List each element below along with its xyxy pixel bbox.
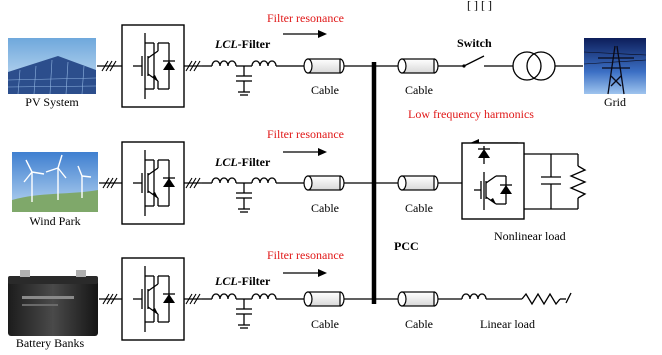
filter-resonance-label-wind: Filter resonance [267, 127, 344, 141]
cable-grid [397, 58, 439, 74]
pcc-label: PCC [394, 239, 419, 253]
battery-banks-image [8, 270, 98, 336]
cable-label-wind: Cable [311, 201, 339, 215]
cable-linear [397, 291, 439, 307]
cable-nonlinear [397, 175, 439, 191]
arrow-filter-resonance-battery [283, 269, 327, 277]
arrow-filter-resonance-pv [283, 30, 327, 38]
lcl-filter-label-wind: LCL-Filter [214, 155, 271, 169]
lcl-filter-pv [201, 60, 289, 96]
converter-wind [121, 141, 185, 225]
linear-load-label: Linear load [480, 317, 535, 331]
wind-park-image [12, 152, 98, 212]
cable-pv [303, 58, 345, 74]
cable-label-grid: Cable [405, 83, 433, 97]
low-frequency-harmonics-label: Low frequency harmonics [408, 107, 534, 121]
lcl-filter-label-battery: LCL-Filter [214, 274, 271, 288]
arrow-filter-resonance-wind [283, 148, 327, 156]
load-resistor [569, 154, 587, 209]
rectifier-block [461, 142, 525, 220]
cable-label-pv: Cable [311, 83, 339, 97]
nonlinear-load-label: Nonlinear load [494, 229, 566, 243]
switch-label: Switch [457, 36, 492, 50]
pv-system-image [7, 38, 97, 95]
dc-link-capacitor [524, 153, 578, 210]
filter-resonance-label-pv: Filter resonance [267, 11, 344, 25]
converter-battery [121, 257, 185, 341]
cable-battery [303, 291, 345, 307]
lcl-filter-wind [201, 177, 289, 213]
lcl-filter-battery [201, 293, 289, 329]
grid-tower-image [583, 38, 647, 95]
cable-label-linear: Cable [405, 317, 433, 331]
converter-pv [121, 24, 185, 108]
filter-resonance-label-battery: Filter resonance [267, 248, 344, 262]
grid-label: Grid [604, 95, 626, 109]
cable-label-nonlinear: Cable [405, 201, 433, 215]
cable-label-battery: Cable [311, 317, 339, 331]
linear-load-symbol [461, 292, 572, 306]
source-label-battery: Battery Banks [16, 336, 85, 350]
switch-symbol [462, 55, 513, 68]
source-label-wind: Wind Park [29, 214, 80, 228]
header-fragment: [ ] [ ] [467, 0, 492, 12]
transformer-symbol [512, 51, 556, 81]
lcl-filter-label-pv: LCL-Filter [214, 37, 271, 51]
source-label-pv: PV System [25, 95, 79, 109]
cable-wind [303, 175, 345, 191]
